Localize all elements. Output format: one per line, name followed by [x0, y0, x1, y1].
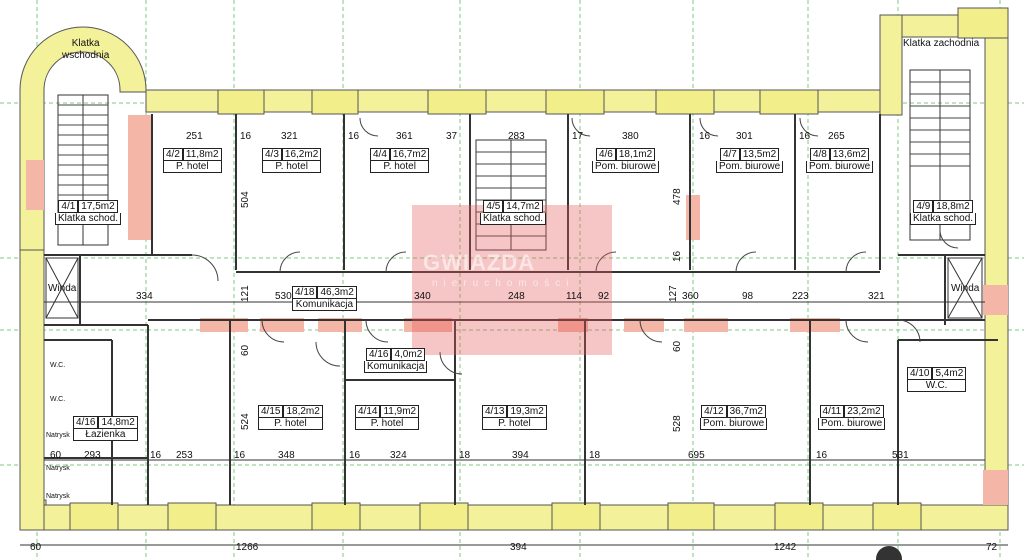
dimension-top: 380 [622, 131, 639, 142]
label-shower-2: Natrysk [46, 465, 70, 472]
dimension-corridor: 223 [792, 291, 809, 302]
dimension-top: 301 [736, 131, 753, 142]
label-lift-right: Winda [951, 283, 980, 294]
watermark-band [412, 205, 612, 355]
dimension-vertical: 478 [672, 188, 683, 205]
dimension-top: 16 [240, 131, 252, 142]
dimension-bottom: 531 [892, 450, 909, 461]
lift-shafts [45, 257, 983, 319]
dimension-corridor: 127 [668, 285, 679, 302]
dimension-overall: 1242 [774, 542, 797, 553]
stamp-seal-icon [876, 546, 902, 560]
dimension-corridor: 114 [566, 291, 582, 302]
dimension-corridor: 98 [742, 291, 754, 302]
dimension-top: 17 [572, 131, 584, 142]
dimension-top: 37 [446, 131, 458, 142]
dimension-bottom: 16 [234, 450, 246, 461]
dimension-corridor: 334 [136, 291, 153, 302]
dimension-top: 361 [396, 131, 413, 142]
dimension-vertical: 524 [240, 413, 251, 430]
dimension-corridor: 321 [868, 291, 885, 302]
dimension-bottom: 16 [816, 450, 828, 461]
dimension-bottom: 394 [512, 450, 529, 461]
dimension-top: 251 [186, 131, 203, 142]
dimension-vertical: 16 [672, 250, 683, 262]
dimension-top: 16 [348, 131, 360, 142]
dimension-bottom: 16 [150, 450, 162, 461]
dimension-lines [20, 301, 1008, 546]
dimension-corridor: 121 [240, 285, 251, 302]
dimension-vertical: 60 [672, 340, 683, 352]
dimension-bottom: 348 [278, 450, 295, 461]
label-west-stair: Klatka zachodnia [903, 38, 980, 49]
wall-piers [69, 7, 1009, 531]
partitions [44, 114, 998, 505]
dimension-top: 16 [699, 131, 711, 142]
dimension-bottom: 324 [390, 450, 407, 461]
dimension-corridor: 92 [598, 291, 610, 302]
dimension-bottom: 18 [459, 450, 471, 461]
label-lift-left: Winda [48, 283, 77, 294]
dimension-overall: 1266 [236, 542, 259, 553]
dimension-overall: 394 [510, 542, 527, 553]
dimension-vertical: 528 [672, 415, 683, 432]
dimension-bottom: 695 [688, 450, 705, 461]
label-shower-3: Natrysk [46, 493, 70, 500]
dimension-bottom: 16 [349, 450, 361, 461]
dimension-top: 265 [828, 131, 845, 142]
dimension-bottom: 293 [84, 450, 101, 461]
dimension-corridor: 340 [414, 291, 431, 302]
label-east-stair: Klatka wschodnia [62, 38, 110, 61]
dimension-overall: 72 [986, 542, 998, 553]
label-shower-1: Natrysk [46, 432, 70, 439]
label-wc-2: W.C. [50, 396, 66, 403]
dimension-corridor: 530 [275, 291, 292, 302]
dimension-bottom: 18 [589, 450, 601, 461]
wall-highlights [26, 115, 1008, 505]
dimension-top: 283 [508, 131, 525, 142]
door-swings [191, 117, 959, 375]
dimension-corridor: 248 [508, 291, 525, 302]
label-wc-1: W.C. [50, 362, 66, 369]
dimension-vertical: 60 [240, 344, 251, 356]
dimension-bottom: 60 [50, 450, 62, 461]
watermark-logo-text: GWIAZDA [423, 250, 536, 275]
dimension-bottom: 253 [176, 450, 193, 461]
watermark-subtext: nieruchomości [432, 278, 575, 289]
dimension-overall: 60 [30, 542, 42, 553]
dimension-top: 16 [799, 131, 811, 142]
dimension-top: 321 [281, 131, 298, 142]
dimension-vertical: 504 [240, 191, 251, 208]
dimension-corridor: 360 [682, 291, 699, 302]
